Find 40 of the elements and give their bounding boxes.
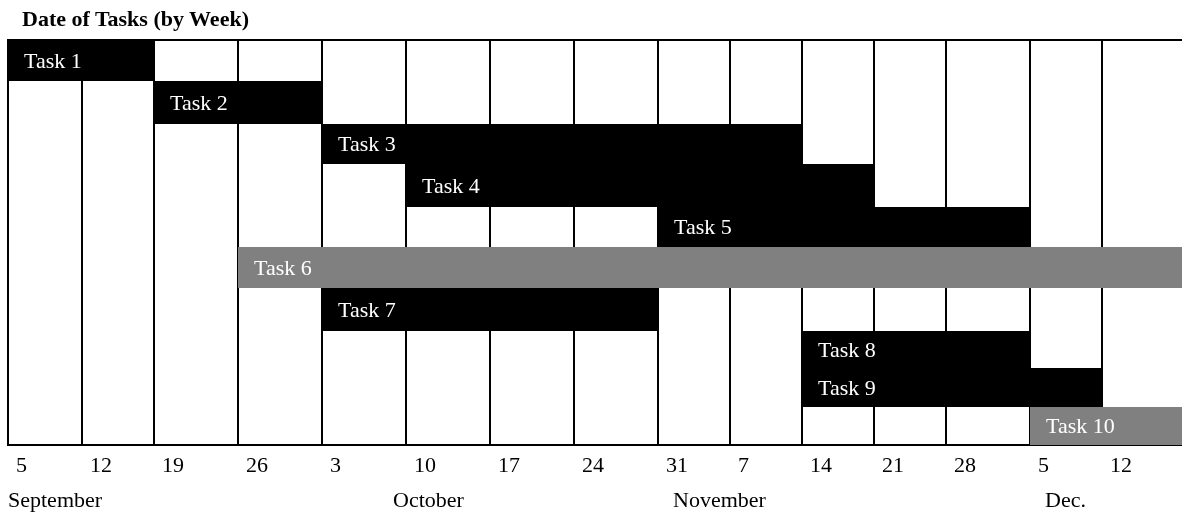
task-bar: [1030, 407, 1182, 445]
task-bar: [802, 331, 1030, 368]
week-label: 21: [882, 452, 904, 478]
week-label: 28: [954, 452, 976, 478]
week-label: 26: [246, 452, 268, 478]
task-label: Task 1: [24, 49, 82, 72]
task-label: Task 6: [254, 256, 312, 279]
week-label: 3: [330, 452, 341, 478]
week-label: 12: [90, 452, 112, 478]
month-label: November: [673, 487, 766, 513]
task-bar: [322, 124, 802, 164]
week-label: 31: [666, 452, 688, 478]
month-label: September: [8, 487, 103, 513]
week-label: 10: [414, 452, 436, 478]
task-bar: [8, 40, 154, 81]
month-label: October: [393, 487, 464, 513]
week-label: 12: [1110, 452, 1132, 478]
task-bar: [658, 207, 1030, 247]
week-label: 24: [582, 452, 604, 478]
task-label: Task 10: [1046, 415, 1115, 437]
task-label: Task 2: [170, 91, 228, 114]
task-label: Task 4: [422, 174, 480, 197]
week-label: 19: [162, 452, 184, 478]
task-bar: [802, 368, 1102, 407]
week-label: 7: [738, 452, 749, 478]
task-bar: [406, 164, 874, 207]
task-label: Task 7: [338, 298, 396, 321]
task-bar: [238, 247, 1182, 288]
task-label: Task 8: [818, 338, 876, 361]
task-bar: [322, 288, 658, 331]
task-label: Task 3: [338, 133, 396, 155]
week-label: 14: [810, 452, 832, 478]
week-label: 5: [16, 452, 27, 478]
chart-title: Date of Tasks (by Week): [22, 6, 249, 32]
task-bar: [154, 81, 322, 124]
week-label: 17: [498, 452, 520, 478]
month-label: Dec.: [1045, 487, 1086, 513]
week-label: 5: [1038, 452, 1049, 478]
task-label: Task 9: [818, 376, 876, 399]
task-label: Task 5: [674, 216, 732, 238]
